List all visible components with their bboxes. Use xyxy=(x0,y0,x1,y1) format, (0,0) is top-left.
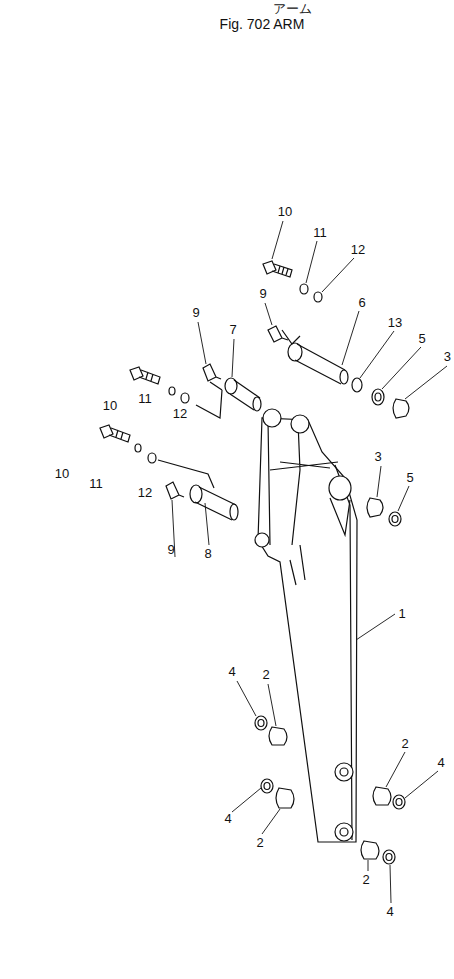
seal xyxy=(392,516,398,523)
seal xyxy=(264,783,270,790)
callout-number: 9 xyxy=(259,287,266,300)
seal xyxy=(372,389,384,405)
callout-number: 10 xyxy=(103,399,117,412)
leader-bracket xyxy=(158,460,214,488)
arm-boss xyxy=(335,763,353,781)
leader-line xyxy=(172,221,447,903)
grease-fitting xyxy=(203,364,221,381)
callout-number: 5 xyxy=(418,332,425,345)
callout-number: 12 xyxy=(138,486,152,499)
japanese-title: アーム xyxy=(273,2,312,15)
callout-number: 3 xyxy=(444,350,451,363)
callout-number: 4 xyxy=(224,812,231,825)
arm-boss xyxy=(340,768,348,776)
callout-number: 7 xyxy=(229,323,236,336)
arm-plate-line xyxy=(268,420,352,840)
arm-boss xyxy=(340,828,348,836)
leader-bracket xyxy=(196,382,222,418)
bushing xyxy=(367,498,383,517)
seal xyxy=(255,716,267,730)
seal xyxy=(383,850,395,864)
bolt-shank xyxy=(272,264,292,277)
seal xyxy=(389,512,401,526)
callout-number: 11 xyxy=(89,477,103,490)
seal xyxy=(393,795,405,809)
pin-end xyxy=(230,504,238,520)
arm-boss xyxy=(291,415,309,433)
bushing xyxy=(269,727,287,745)
callout-number: 11 xyxy=(138,392,152,405)
leader-bracket xyxy=(282,330,300,344)
washer xyxy=(314,292,322,302)
bushing xyxy=(373,787,391,805)
bolt-shank xyxy=(109,428,130,442)
callout-number: 5 xyxy=(406,471,413,484)
arm-bracket xyxy=(290,498,350,585)
callout-number: 2 xyxy=(401,737,408,750)
callout-number: 3 xyxy=(374,450,381,463)
pin-shaft xyxy=(295,344,345,384)
callout-number: 4 xyxy=(228,665,235,678)
seal xyxy=(375,393,381,401)
seal xyxy=(258,720,264,727)
callout-number: 2 xyxy=(256,836,263,849)
callout-number: 9 xyxy=(167,543,174,556)
bushing xyxy=(393,399,409,418)
spring-washer xyxy=(300,284,308,294)
callout-number: 9 xyxy=(192,306,199,319)
arm-boss xyxy=(263,409,281,427)
callout-number: 11 xyxy=(313,226,327,239)
callout-number: 10 xyxy=(278,205,292,218)
callout-number: 13 xyxy=(388,316,402,329)
callout-number: 2 xyxy=(262,668,269,681)
pin-shaft xyxy=(230,380,260,410)
washer xyxy=(181,393,189,403)
spring-washer xyxy=(169,387,175,395)
arm-body xyxy=(258,418,357,842)
thread xyxy=(278,266,288,275)
callout-number: 2 xyxy=(362,873,369,886)
bolt-shank xyxy=(139,370,160,384)
callout-number: 10 xyxy=(55,467,69,480)
arm-boss xyxy=(335,823,353,841)
arm-boss xyxy=(329,476,351,500)
arm-boss xyxy=(255,533,269,547)
washer xyxy=(148,453,156,463)
pin-end xyxy=(340,370,348,384)
grease-fitting xyxy=(166,482,184,499)
callout-number: 4 xyxy=(386,905,393,918)
callout-number: 12 xyxy=(351,243,365,256)
seal xyxy=(386,854,392,861)
bushing xyxy=(276,788,294,808)
spring-washer xyxy=(135,444,141,452)
figure-title: Fig. 702 ARM xyxy=(220,17,305,31)
callout-number: 8 xyxy=(204,547,211,560)
seal xyxy=(396,799,402,806)
callout-number: 12 xyxy=(173,407,187,420)
bushing xyxy=(361,841,379,859)
callout-number: 1 xyxy=(398,607,405,620)
callout-number: 6 xyxy=(358,296,365,309)
ring xyxy=(352,378,362,392)
pin-end xyxy=(253,397,261,411)
callout-number: 4 xyxy=(437,756,444,769)
seal xyxy=(261,779,273,793)
